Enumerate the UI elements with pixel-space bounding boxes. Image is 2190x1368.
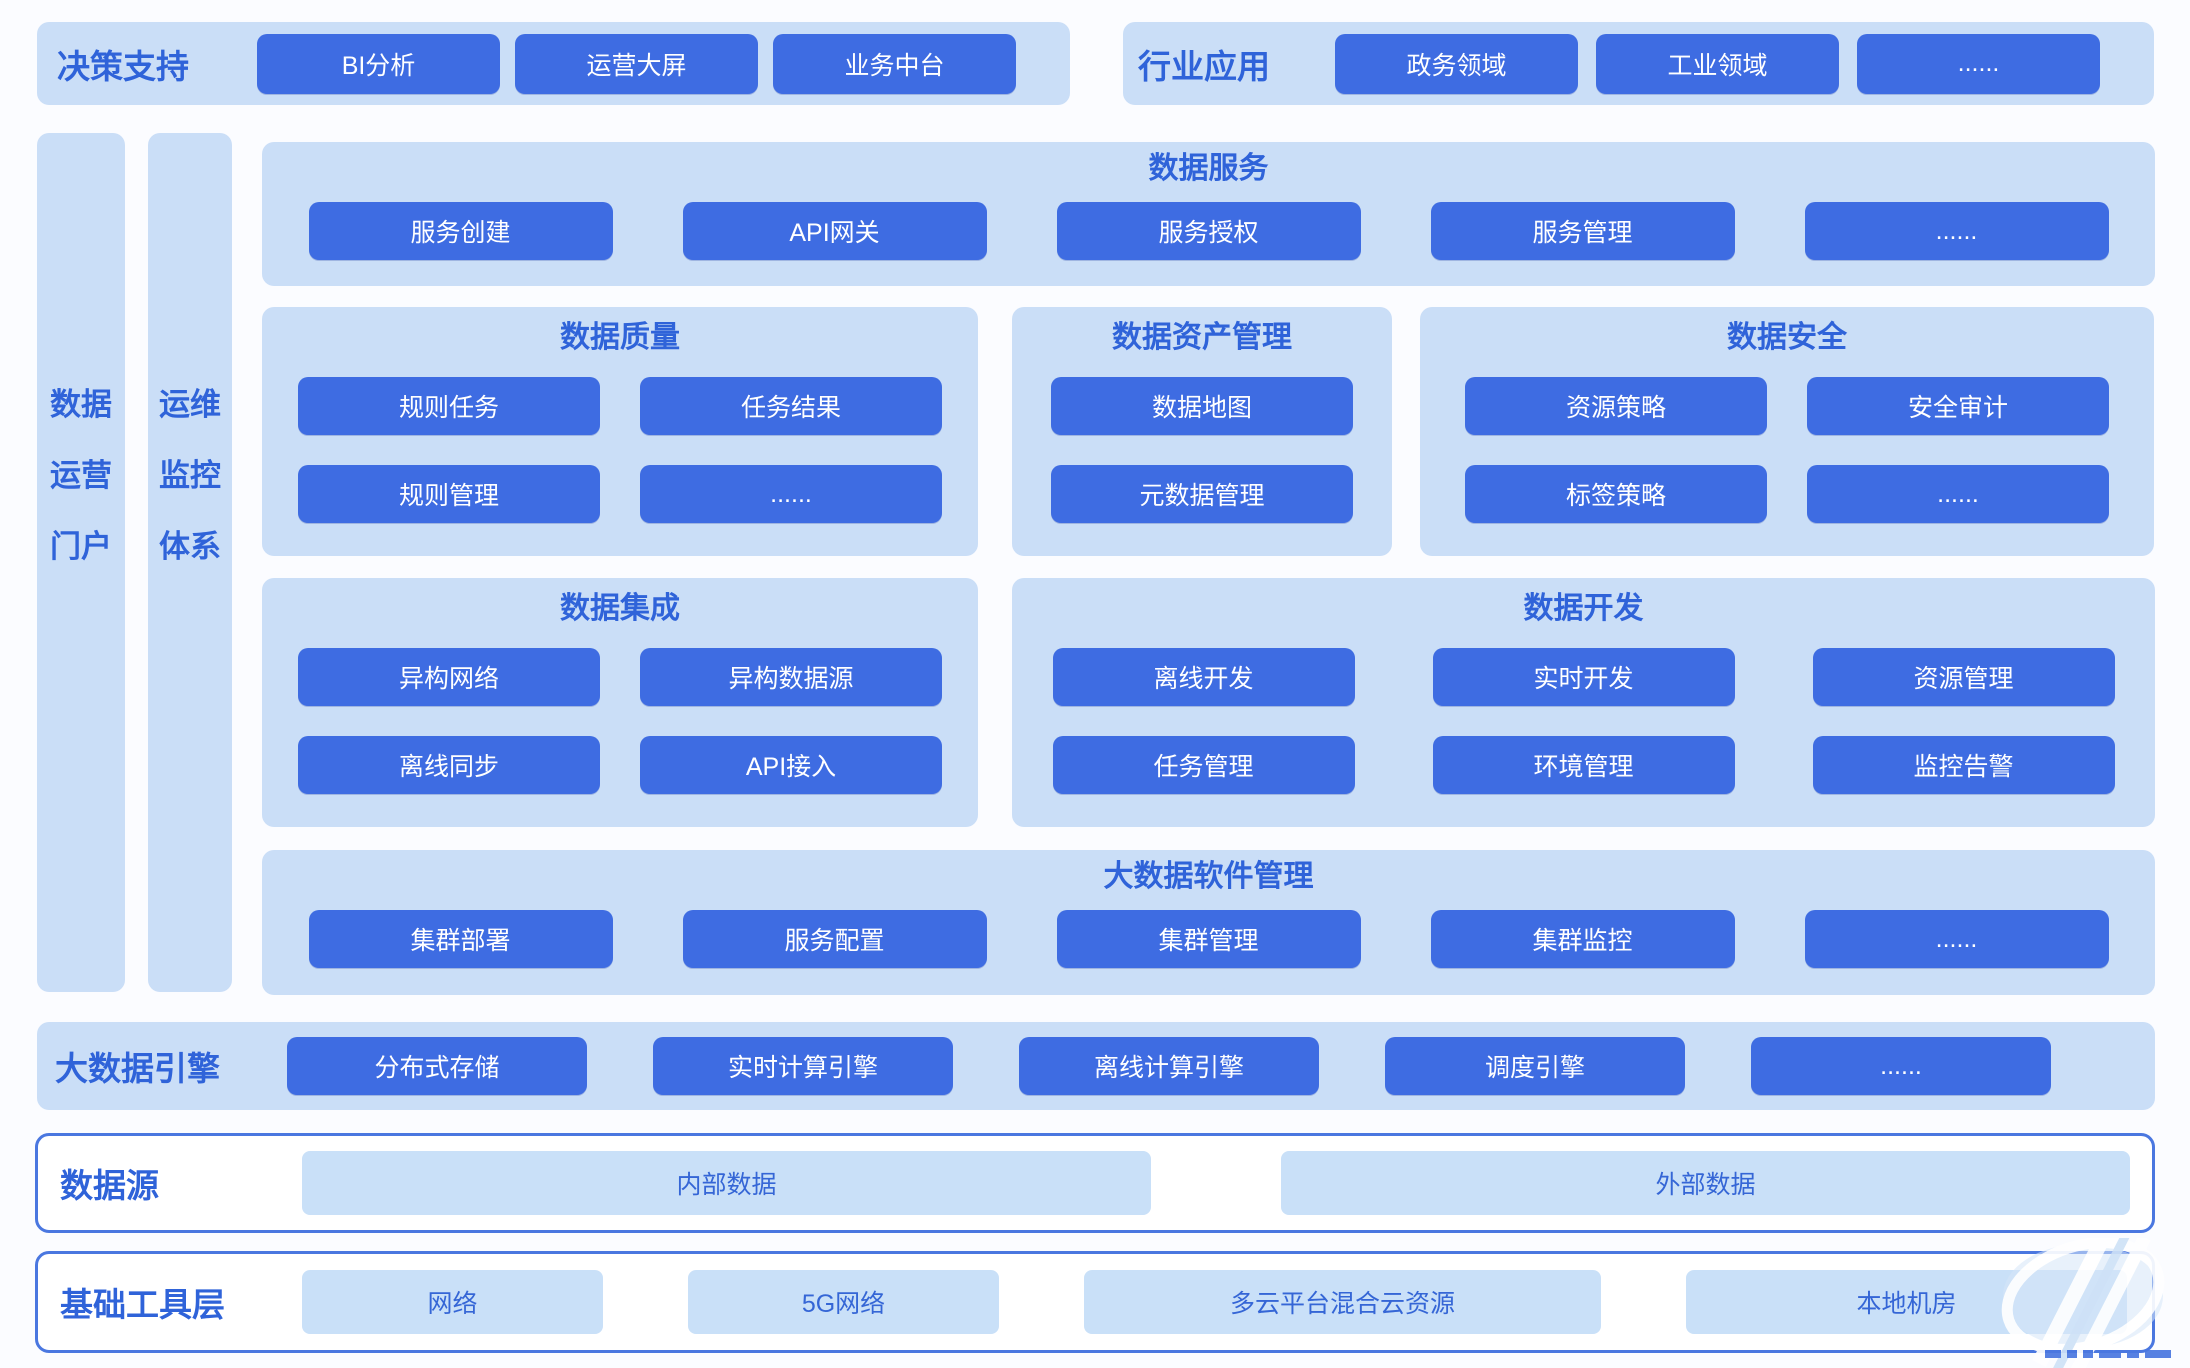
data-quality-title: 数据质量 [560,321,680,354]
service-auth-button[interactable]: 服务授权 [1056,202,1361,260]
5g-network-button[interactable]: 5G网络 [688,1270,999,1334]
service-mgmt-button[interactable]: 服务管理 [1430,202,1735,260]
offline-dev-button[interactable]: 离线开发 [1052,648,1355,706]
scheduler-engine-button[interactable]: 调度引擎 [1385,1037,1685,1095]
service-more-button[interactable]: ...... [1804,202,2109,260]
task-result-button[interactable]: 任务结果 [640,377,942,435]
industry-apps-panel: 行业应用 政务领域 工业领域 ...... [1123,22,2154,105]
data-asset-title: 数据资产管理 [1112,321,1292,354]
datasource-label: 数据源 [60,1167,159,1204]
data-integration-panel: 数据集成 异构网络 异构数据源 离线同步 API接入 [262,578,978,827]
data-ops-portal-bar: 数据 运营 门户 [37,133,125,992]
ops-bar-line: 体系 [159,529,221,564]
bigdata-engine-row: 大数据引擎 分布式存储 实时计算引擎 离线计算引擎 调度引擎 ...... [37,1022,2155,1110]
data-map-button[interactable]: 数据地图 [1051,377,1353,435]
government-domain-button[interactable]: 政务领域 [1335,33,1578,94]
ops-bar-line: 监控 [159,458,221,493]
industrial-domain-button[interactable]: 工业领域 [1596,33,1839,94]
ops-monitoring-bar: 运维 监控 体系 [148,133,232,992]
ops-bar-line: 运维 [159,387,221,422]
monitor-alert-button[interactable]: 监控告警 [1812,736,2115,794]
external-data-button[interactable]: 外部数据 [1281,1151,2130,1215]
task-mgmt-button[interactable]: 任务管理 [1052,736,1355,794]
datasource-row: 数据源 内部数据 外部数据 [35,1133,2155,1233]
cluster-mgmt-button[interactable]: 集群管理 [1056,910,1361,968]
multicloud-hybrid-button[interactable]: 多云平台混合云资源 [1084,1270,1601,1334]
bigdata-software-title: 大数据软件管理 [1103,860,1314,893]
service-config-button[interactable]: 服务配置 [682,910,987,968]
service-create-button[interactable]: 服务创建 [308,202,613,260]
cluster-monitor-button[interactable]: 集群监控 [1430,910,1735,968]
security-audit-button[interactable]: 安全审计 [1807,377,2109,435]
env-mgmt-button[interactable]: 环境管理 [1432,736,1735,794]
quality-more-button[interactable]: ...... [640,465,942,523]
cluster-deploy-button[interactable]: 集群部署 [308,910,613,968]
data-dev-panel: 数据开发 离线开发 实时开发 资源管理 任务管理 环境管理 监控告警 [1012,578,2155,827]
tools-label: 基础工具层 [60,1286,225,1323]
resource-mgmt-button[interactable]: 资源管理 [1812,648,2115,706]
decision-support-panel: 决策支持 BI分析 运营大屏 业务中台 [37,22,1070,105]
api-access-button[interactable]: API接入 [640,736,942,794]
data-asset-panel: 数据资产管理 数据地图 元数据管理 [1012,307,1392,556]
portal-bar-line: 运营 [50,458,112,493]
data-quality-panel: 数据质量 规则任务 任务结果 规则管理 ...... [262,307,978,556]
rule-mgmt-button[interactable]: 规则管理 [298,465,600,523]
offline-sync-button[interactable]: 离线同步 [298,736,600,794]
internal-data-button[interactable]: 内部数据 [302,1151,1151,1215]
data-security-panel: 数据安全 资源策略 安全审计 标签策略 ...... [1420,307,2154,556]
hetero-datasource-button[interactable]: 异构数据源 [640,648,942,706]
decision-support-label: 决策支持 [57,47,189,85]
realtime-compute-button[interactable]: 实时计算引擎 [653,1037,953,1095]
local-datacenter-button[interactable]: 本地机房 [1686,1270,2127,1334]
bi-analysis-button[interactable]: BI分析 [257,33,500,94]
bigdata-engine-label: 大数据引擎 [55,1050,220,1087]
network-button[interactable]: 网络 [302,1270,603,1334]
portal-bar-line: 门户 [50,529,112,564]
data-service-panel: 数据服务 服务创建 API网关 服务授权 服务管理 ...... [262,142,2155,286]
realtime-dev-button[interactable]: 实时开发 [1432,648,1735,706]
industry-more-button[interactable]: ...... [1857,33,2100,94]
tools-row: 基础工具层 网络 5G网络 多云平台混合云资源 本地机房 [35,1251,2155,1353]
portal-bar-line: 数据 [50,387,112,422]
distributed-storage-button[interactable]: 分布式存储 [287,1037,587,1095]
data-service-title: 数据服务 [1148,152,1269,185]
metadata-mgmt-button[interactable]: 元数据管理 [1051,465,1353,523]
api-gateway-button[interactable]: API网关 [682,202,987,260]
bigdata-software-panel: 大数据软件管理 集群部署 服务配置 集群管理 集群监控 ...... [262,850,2155,995]
security-more-button[interactable]: ...... [1807,465,2109,523]
resource-policy-button[interactable]: 资源策略 [1465,377,1767,435]
hetero-network-button[interactable]: 异构网络 [298,648,600,706]
rule-task-button[interactable]: 规则任务 [298,377,600,435]
data-security-title: 数据安全 [1727,321,1847,354]
offline-compute-button[interactable]: 离线计算引擎 [1019,1037,1319,1095]
data-dev-title: 数据开发 [1523,592,1644,625]
industry-apps-label: 行业应用 [1138,47,1270,85]
data-integration-title: 数据集成 [560,592,680,625]
tag-policy-button[interactable]: 标签策略 [1465,465,1767,523]
software-more-button[interactable]: ...... [1804,910,2109,968]
business-midplatform-button[interactable]: 业务中台 [773,33,1016,94]
engine-more-button[interactable]: ...... [1751,1037,2051,1095]
ops-dashboard-button[interactable]: 运营大屏 [515,33,758,94]
